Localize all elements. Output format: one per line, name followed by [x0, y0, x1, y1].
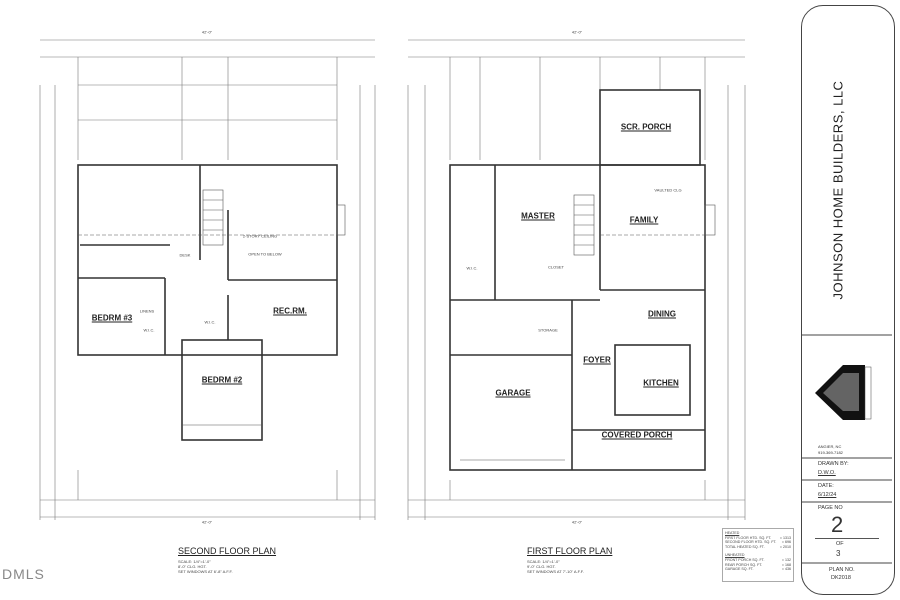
company-name: JOHNSON HOME BUILDERS, LLC [830, 80, 846, 300]
first-floor-notes: SCALE: 1/4"=1'-0" 9'-0" CLG. HGT. SET WI… [527, 559, 584, 574]
sqft-value: = 1313 [779, 535, 791, 540]
vaulted-ceiling-note: VAULTED CLG [654, 187, 682, 193]
title-block-dividers [802, 334, 892, 564]
sqft-value: = 132 [781, 557, 791, 562]
room-wic: W.I.C. [204, 319, 216, 325]
title-block [801, 5, 895, 595]
date-label: DATE: [818, 483, 834, 489]
room-linens: LINENS [139, 308, 155, 314]
room-desk: DESK [179, 252, 191, 258]
sqft-value: = 168 [781, 562, 791, 567]
room-storage: STORAGE [538, 327, 558, 333]
sqft-value: = 436 [781, 567, 791, 572]
open-to-below: OPEN TO BELOW [248, 251, 282, 257]
first-floor-walls [449, 89, 706, 471]
room-dining: DINING [648, 309, 676, 319]
plan-number: DK2018 [831, 575, 851, 581]
first-floor-overall-dim-bottom: 42'-0" [571, 519, 583, 525]
note: SET WINDOWS AT 7'-10" A.F.F. [527, 569, 584, 574]
room-foyer: FOYER [583, 355, 611, 365]
room-bedrm-2: BEDRM #2 [201, 375, 243, 385]
sqft-label: REAR PORCH SQ. FT. [725, 562, 763, 567]
plan-label: PLAN NO. [829, 567, 855, 573]
note: SCALE: 1/4"=1'-0" [527, 559, 560, 564]
room-master: MASTER [521, 211, 555, 221]
kads-logo [815, 365, 872, 420]
room-scr-porch: SCR. PORCH [620, 122, 672, 132]
first-floor-stair [573, 194, 595, 256]
sqft-label: FIRST FLOOR HTD. SQ. FT. [725, 535, 772, 540]
room-garage: GARAGE [495, 388, 531, 398]
first-floor-title: FIRST FLOOR PLAN [527, 546, 613, 556]
sqft-row: FRONT PORCH SQ. FT. = 132 [725, 558, 791, 563]
room-wic: W.I.C. [143, 327, 155, 333]
location: ANGIER, NC [818, 444, 842, 449]
sqft-label: FRONT PORCH SQ. FT. [725, 557, 765, 562]
first-floor-overall-dim: 42'-0" [571, 29, 583, 35]
room-closet: CLOSET [547, 264, 565, 270]
square-footage-table: HEATED FIRST FLOOR HTD. SQ. FT. = 1313 SE… [722, 528, 794, 582]
note: SCALE: 1/4"=1'-0" [178, 559, 211, 564]
drawn-by: D.W.O. [818, 470, 836, 476]
room-rec-rm: REC.RM. [273, 306, 307, 316]
room-kitchen: KITCHEN [643, 378, 679, 388]
second-floor-title: SECOND FLOOR PLAN [178, 546, 277, 556]
watermark: DMLS [2, 566, 45, 582]
sqft-row: FIRST FLOOR HTD. SQ. FT. = 1313 [725, 536, 791, 541]
heated-label: HEATED [725, 531, 740, 535]
second-floor-overall-dim: 42'-0" [201, 29, 213, 35]
sqft-row: TOTAL HEATED SQ. FT. = 2010 [725, 545, 791, 550]
phone: 919-369-7182 [818, 450, 843, 455]
second-floor-ceiling-note: 2-STORY CEILING [242, 233, 278, 239]
page-number: 2 [831, 512, 844, 537]
room-family: FAMILY [629, 215, 659, 225]
of-label: OF [836, 541, 844, 547]
sqft-row: REAR PORCH SQ. FT. = 168 [725, 563, 791, 568]
note: 8'-0" CLG. HGT. [178, 564, 207, 569]
total-pages: 3 [836, 549, 841, 558]
second-floor-stair [202, 189, 224, 246]
page-label: PAGE NO [818, 505, 843, 511]
divider [815, 538, 879, 539]
room-wic: W.I.C. [466, 265, 478, 271]
note: SET WINDOWS AT 6'-8" A.F.F. [178, 569, 233, 574]
note: 9'-0" CLG. HGT. [527, 564, 556, 569]
second-floor-notes: SCALE: 1/4"=1'-0" 8'-0" CLG. HGT. SET WI… [178, 559, 233, 574]
sqft-value: = 696 [781, 540, 791, 545]
sqft-row: SECOND FLOOR HTD. SQ. FT. = 696 [725, 540, 791, 545]
sqft-value: = 2010 [779, 544, 791, 549]
room-bedrm-3: BEDRM #3 [91, 313, 133, 323]
unheated-label: UNHEATED [725, 553, 745, 558]
room-covered-porch: COVERED PORCH [601, 430, 673, 440]
dimension-lines [39, 39, 746, 520]
drawn-by-label: DRAWN BY: [818, 461, 849, 467]
second-floor-walls [77, 164, 338, 441]
sqft-row: GARAGE SQ. FT. = 436 [725, 567, 791, 572]
sqft-label: GARAGE SQ. FT. [725, 567, 754, 572]
date: 6/12/24 [818, 492, 837, 498]
sqft-label: TOTAL HEATED SQ. FT. [725, 544, 765, 549]
second-floor-overall-dim-bottom: 42'-0" [201, 519, 213, 525]
sqft-label: SECOND FLOOR HTD. SQ. FT. [725, 540, 777, 545]
